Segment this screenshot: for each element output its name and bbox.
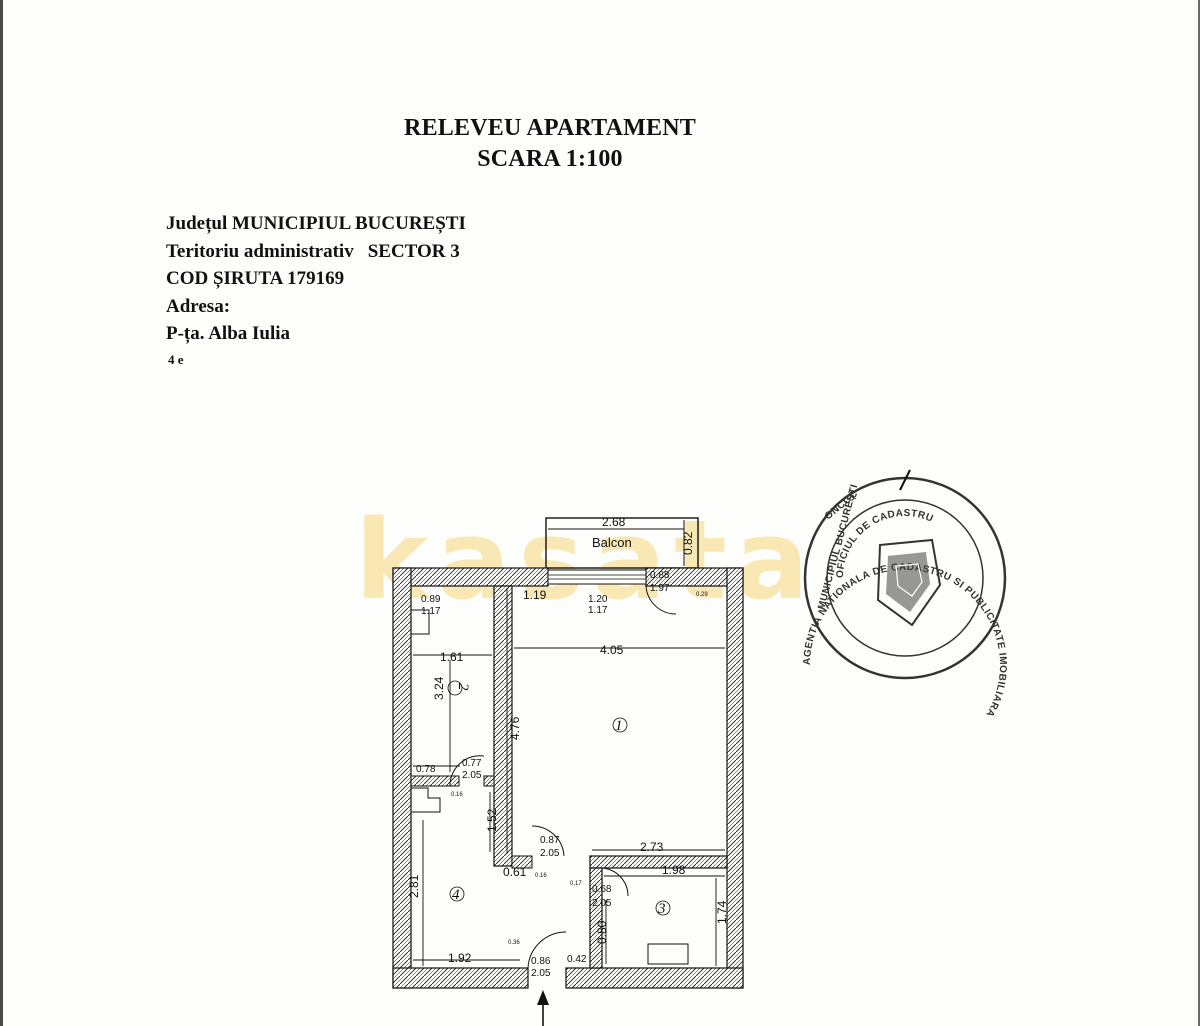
- wall-room1-bottom: [589, 855, 728, 869]
- dim-hall-wall: 0.61: [503, 865, 527, 879]
- dim-wall-c: 0.17: [570, 881, 582, 887]
- wall-left: [392, 567, 412, 989]
- address-siruta-value: 179169: [287, 268, 345, 289]
- kitchen-fixture: [647, 943, 689, 965]
- dim-door2-w: 0.77: [462, 758, 482, 769]
- dim-hall-offset: 0.78: [416, 764, 436, 775]
- balcony-door-swing: [645, 585, 677, 615]
- dim-wall-left-top: 1.19: [523, 588, 547, 602]
- door2-swing: [449, 755, 485, 787]
- dim-pier-bottom: 0.80: [595, 920, 609, 944]
- dim-room4-height: 2.81: [407, 874, 421, 898]
- scan-edge-left: [0, 0, 3, 1026]
- dim-balcony-depth: 0.82: [681, 531, 695, 555]
- door-swings: [449, 585, 677, 969]
- entry-door-swing: [527, 931, 567, 969]
- wall-room2-bottom: [410, 775, 460, 787]
- dim-room1-bottom-w: 2.73: [640, 840, 664, 854]
- smudged-text: 4 e: [168, 352, 184, 367]
- room-number-3: 3: [657, 901, 666, 917]
- room-numbers: 1 2 3 4: [447, 680, 671, 917]
- fixtures: [410, 609, 689, 965]
- balcony: Balcon: [545, 517, 699, 569]
- dim-door3-h: 2.05: [592, 898, 612, 909]
- dim-window-mid-w: 1.20: [588, 594, 608, 605]
- dim-door1-h: 2.05: [540, 848, 560, 859]
- address-territory-label: Teritoriu administrativ: [166, 240, 354, 262]
- dimension-lines: [413, 588, 725, 966]
- document-title: RELEVEU APARTAMENT: [404, 115, 696, 141]
- dim-balcony-door-w: 0.88: [650, 570, 670, 581]
- address-street: P-ța. Alba Iulia: [166, 323, 291, 344]
- dim-room1-width: 4.05: [600, 643, 624, 657]
- door3-swing: [601, 867, 629, 897]
- dim-room1-height: 4.76: [508, 716, 522, 740]
- address-territory-value: SECTOR 3: [367, 240, 460, 262]
- wall-top-left: [392, 567, 549, 587]
- dim-door1-w: 0.87: [540, 835, 560, 846]
- wall-room2-pier: [483, 775, 495, 787]
- dim-window-left-h: 1.17: [421, 606, 441, 617]
- balcony-label: Balcon: [592, 535, 632, 550]
- address-county-label: Județul: [166, 213, 228, 234]
- wall-bottom-right: [565, 967, 744, 989]
- document-scale: SCARA 1:100: [477, 146, 623, 172]
- scan-edge-right: [1198, 0, 1200, 1026]
- wall-bottom-left: [392, 967, 529, 989]
- wall-room3-left: [589, 867, 603, 969]
- dim-hall-height-inner: 1.52: [485, 808, 499, 832]
- windows-top: [547, 569, 647, 585]
- dim-entry-door-h: 2.05: [531, 968, 551, 979]
- dim-entry-pier: 0.42: [567, 954, 587, 965]
- dim-room2-height: 3.24: [432, 676, 446, 700]
- dim-room4-width: 1.92: [448, 951, 472, 965]
- wall-room1-left: [493, 585, 513, 867]
- dim-entry-door-w: 0.86: [531, 956, 551, 967]
- address-heading: Adresa:: [166, 295, 231, 317]
- room-number-4: 4: [452, 887, 460, 903]
- entry-arrow-icon: [537, 990, 549, 1026]
- dim-pier-right: 0.29: [696, 592, 708, 598]
- dim-balcony-door-h: 1.97: [650, 583, 670, 594]
- dim-wall-d: 0.36: [508, 940, 520, 946]
- dim-balcony-width: 2.68: [602, 515, 626, 529]
- dim-door3-w: 0.68: [592, 884, 612, 895]
- room-number-2: 2: [455, 683, 471, 691]
- dim-wall-a: 0.16: [451, 792, 463, 798]
- interior-walls: [410, 585, 728, 969]
- stamp-inner-ring: [826, 499, 984, 657]
- dim-room3-height: 1.74: [715, 900, 729, 924]
- dim-room3-width: 1.98: [662, 863, 686, 877]
- stamp-coat-of-arms-icon: [876, 538, 942, 627]
- official-stamp: AGENTIA NATIONALA DE CADASTRU SI PUBLICI…: [802, 469, 1008, 719]
- hall-fixture: [411, 787, 441, 813]
- wall-hall-stub: [511, 855, 533, 869]
- dim-door2-h: 2.05: [462, 770, 482, 781]
- room-number-1: 1: [615, 718, 623, 734]
- address-block: Județul MUNICIPIUL BUCUREȘTI Teritoriu a…: [166, 210, 466, 348]
- bathroom-fixture: [410, 609, 430, 635]
- door1-swing: [531, 825, 565, 857]
- stamp-signature-mark: [899, 469, 911, 491]
- document-title-block: RELEVEU APARTAMENT SCARA 1:100: [390, 113, 710, 175]
- address-siruta: COD ȘIRUTA 179169: [166, 265, 466, 293]
- dim-wall-b: 0.16: [535, 873, 547, 879]
- address-siruta-label: COD ȘIRUTA: [166, 268, 283, 289]
- dim-window-left-w: 0.89: [421, 594, 441, 605]
- balcony-window: [547, 569, 647, 585]
- address-county-value: MUNICIPIUL BUCUREȘTI: [232, 213, 466, 234]
- wall-right: [726, 567, 744, 989]
- address-county: Județul MUNICIPIUL BUCUREȘTI: [166, 210, 466, 238]
- dim-room2-width: 1.61: [440, 650, 464, 664]
- dim-window-mid-h: 1.17: [588, 605, 608, 616]
- balcony-outline: [545, 517, 699, 569]
- dimension-labels: 2.68 0.82 0.88 1.97 0.89 1.17 1.19 1.20 …: [407, 515, 729, 979]
- address-territory: Teritoriu administrativ SECTOR 3: [166, 238, 466, 266]
